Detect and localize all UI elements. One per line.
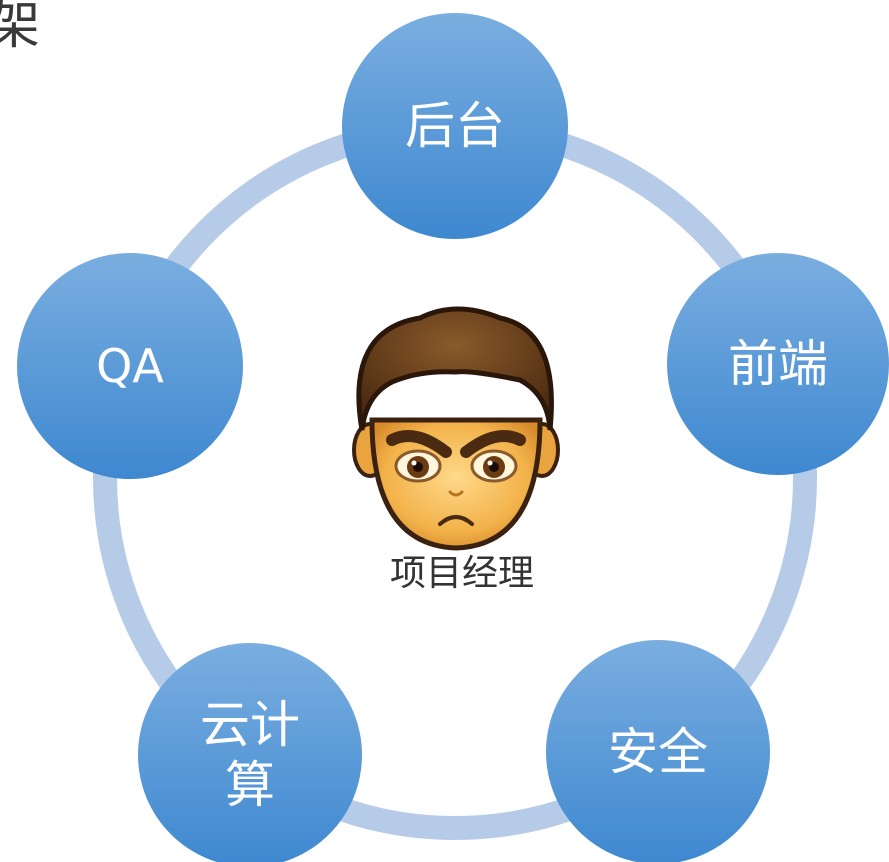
node-circle-qa bbox=[17, 253, 243, 479]
node-label-frontend: 前端 bbox=[728, 335, 828, 393]
node-security: 安全 bbox=[546, 640, 770, 862]
node-circle-frontend bbox=[667, 253, 889, 475]
node-label-qa: QA bbox=[96, 339, 164, 393]
node-label-cloud-line-1: 云计 bbox=[200, 696, 300, 754]
node-qa: QA bbox=[17, 253, 243, 479]
center-label: 项目经理 bbox=[390, 553, 534, 594]
angry-boy-face-icon bbox=[352, 306, 560, 551]
node-circle-security bbox=[546, 640, 770, 862]
node-cloud: 云计算 bbox=[138, 643, 362, 862]
node-label-cloud-line-2: 算 bbox=[225, 756, 275, 814]
node-frontend: 前端 bbox=[667, 253, 889, 475]
node-backend: 后台 bbox=[342, 13, 568, 239]
node-circle-cloud bbox=[138, 643, 362, 862]
node-circle-backend bbox=[342, 13, 568, 239]
node-label-security: 安全 bbox=[608, 723, 708, 781]
node-label-backend: 后台 bbox=[405, 97, 505, 155]
corner-title-fragment: 架 bbox=[0, 0, 41, 56]
